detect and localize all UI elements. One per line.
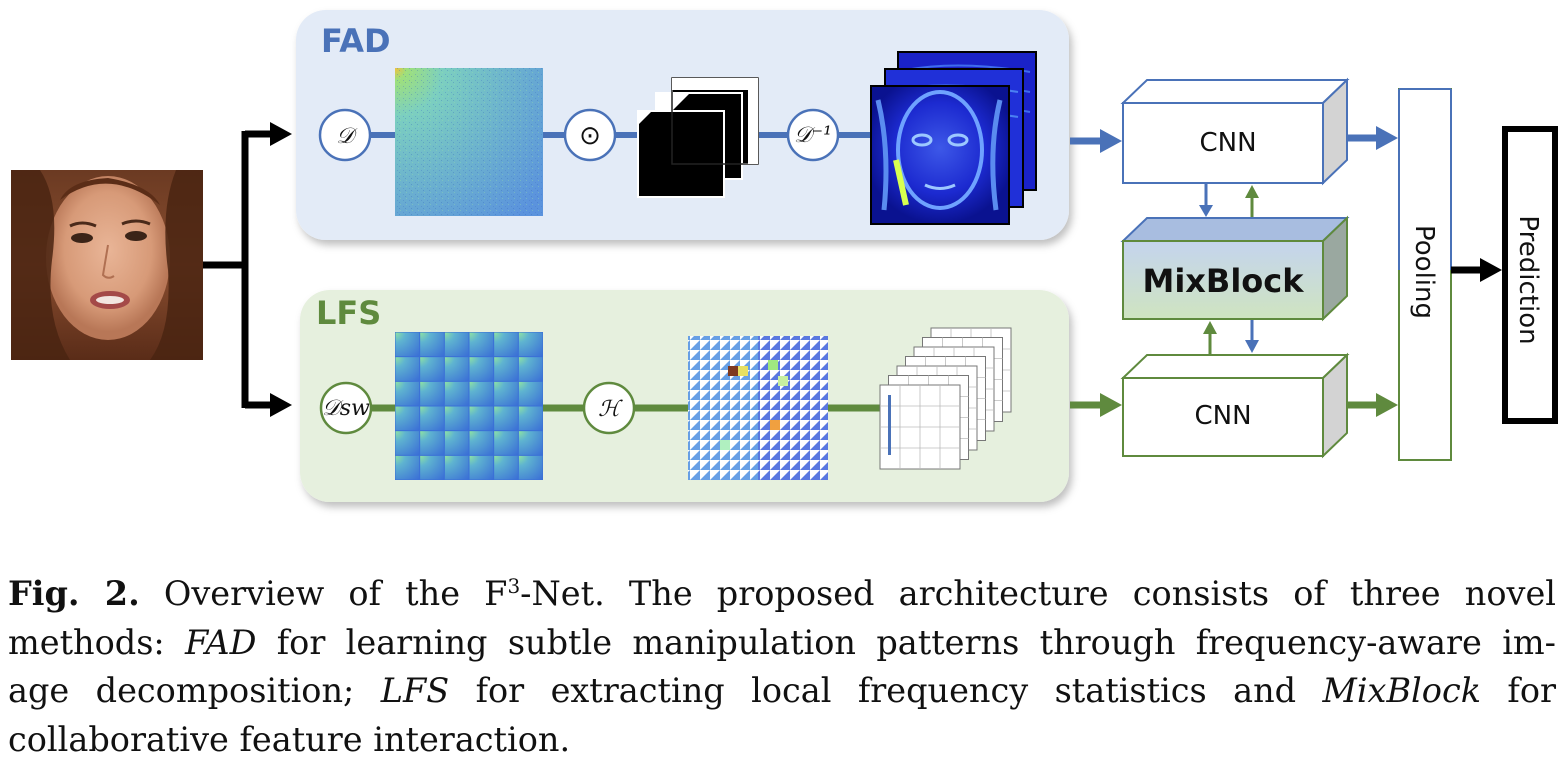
frequency-tile [469, 431, 494, 455]
dct-node-label: 𝒟 [336, 124, 358, 149]
frequency-tile [518, 357, 543, 381]
frequency-tile [420, 381, 444, 406]
frequency-tile [395, 431, 420, 455]
caption-line-2: methods: FAD for learning subtle manipul… [8, 619, 1556, 668]
inverse-dct-node: 𝒟⁻¹ [786, 108, 840, 162]
mixblock-exchange-arrows [1199, 184, 1259, 354]
fad-to-cnn-arrow [1070, 129, 1122, 153]
caption-line-3: age decomposition; LFS for extracting lo… [8, 667, 1556, 716]
entropy-node: ℋ [582, 381, 636, 435]
frequency-tile [444, 381, 469, 406]
cnn-block-top: CNN [1120, 77, 1350, 186]
frequency-tile [420, 406, 444, 431]
frequency-tile [518, 455, 543, 480]
frequency-statistics-grid [688, 336, 828, 480]
frequency-tile [395, 455, 420, 480]
prediction-block: Prediction [1502, 126, 1558, 424]
caption-text: methods: [8, 622, 186, 662]
caption-text: for [1481, 671, 1557, 710]
pooling-label: Pooling [1409, 225, 1439, 319]
frequency-tile [518, 381, 543, 406]
fad-title: FAD [321, 22, 391, 60]
frequency-tile [420, 455, 444, 480]
frequency-tile [518, 332, 543, 357]
lfs-panel: LFS 𝒟sw ℋ [300, 290, 1069, 502]
pooling-block: Pooling [1398, 88, 1452, 461]
input-face-image [11, 170, 203, 360]
caption-fad-term: FAD [185, 622, 257, 662]
frequency-tile [444, 406, 469, 431]
caption-lfs-term: LFS [380, 671, 450, 710]
frequency-tile [469, 381, 494, 406]
frequency-tile [494, 332, 518, 357]
frequency-tile [395, 381, 420, 406]
frequency-tile [444, 431, 469, 455]
cnn-top-to-pooling-arrow [1347, 126, 1398, 150]
fad-decomposed-images [870, 51, 1037, 225]
frequency-tile [469, 332, 494, 357]
caption-text: Overview of the F [139, 574, 508, 613]
frequency-tile [518, 431, 543, 455]
frequency-tile [494, 357, 518, 381]
frequency-tile [395, 357, 420, 381]
multiply-node: ⊙ [563, 108, 617, 162]
frequency-tile [469, 455, 494, 480]
frequency-tile [395, 406, 420, 431]
frequency-tile [420, 357, 444, 381]
cnn-bottom-to-pooling-arrow [1347, 393, 1398, 417]
input-split-arrows [203, 130, 272, 409]
sliding-window-dct-node: 𝒟sw [319, 381, 373, 435]
caption-line-4: collaborative feature interaction. [8, 719, 571, 759]
frequency-tile [494, 406, 518, 431]
frequency-tile [420, 332, 444, 357]
arrow-to-fad [270, 122, 292, 146]
caption-text: age decomposition; [8, 671, 381, 710]
frequency-tile [469, 406, 494, 431]
frequency-tile [395, 332, 420, 357]
multiply-node-label: ⊙ [579, 121, 601, 151]
sliding-window-dct-node-label: 𝒟sw [322, 396, 370, 421]
frequency-tile [494, 455, 518, 480]
caption-text: -Net. The proposed architecture consists… [520, 574, 1556, 613]
caption-text: for learning subtle manipulation pattern… [256, 622, 1556, 662]
mixblock: MixBlock [1120, 215, 1350, 322]
caption-line-1: Fig. 2. Overview of the F3-Net. The prop… [8, 570, 1556, 619]
fad-frequency-spectrum [395, 68, 543, 216]
cnn-top-label: CNN [1199, 128, 1256, 158]
lfs-to-cnn-arrow [1070, 393, 1122, 417]
frequency-tile [494, 431, 518, 455]
frequency-tile [420, 431, 444, 455]
frequency-tile [469, 357, 494, 381]
lfs-feature-maps-stack [879, 327, 1012, 470]
feature-map [879, 384, 961, 470]
mixblock-label: MixBlock [1142, 262, 1304, 300]
pooling-to-prediction-arrow [1451, 258, 1502, 282]
frequency-filter-masks [637, 77, 759, 198]
caption-text: for extracting local frequency statistic… [449, 671, 1323, 710]
inverse-dct-node-label: 𝒟⁻¹ [794, 123, 832, 148]
figure-caption: Fig. 2. Overview of the F3-Net. The prop… [8, 570, 1556, 764]
lfs-title: LFS [316, 294, 381, 332]
prediction-label: Prediction [1513, 215, 1543, 344]
frequency-tile [444, 332, 469, 357]
arrow-to-lfs [270, 393, 292, 417]
caption-superscript: 3 [507, 573, 521, 598]
f3net-architecture-diagram: FAD 𝒟 ⊙ 𝒟⁻¹ [11, 10, 1558, 502]
cnn-bottom-label: CNN [1194, 401, 1251, 431]
local-frequency-tiles [395, 332, 543, 480]
frequency-tile [494, 381, 518, 406]
caption-mixblock-term: MixBlock [1322, 671, 1482, 710]
cnn-block-bottom: CNN [1120, 352, 1350, 459]
caption-figure-label: Fig. 2. [8, 574, 140, 613]
frequency-tile [518, 406, 543, 431]
entropy-node-label: ℋ [598, 397, 623, 422]
fad-panel: FAD 𝒟 ⊙ 𝒟⁻¹ [296, 10, 1069, 240]
frequency-tile [444, 357, 469, 381]
frequency-tile [444, 455, 469, 480]
dct-node: 𝒟 [318, 108, 372, 162]
